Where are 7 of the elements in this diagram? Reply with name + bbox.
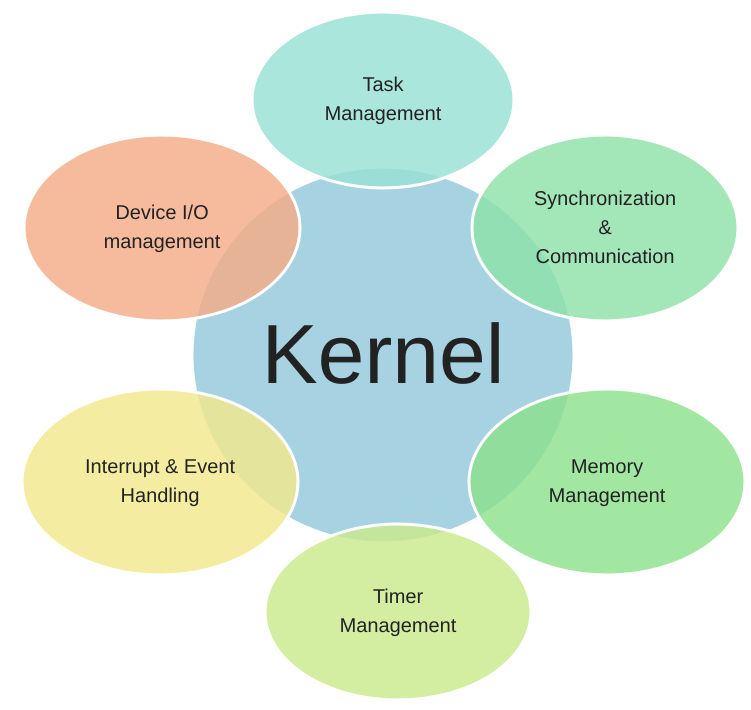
ellipse-label: Interrupt & Event Handling <box>84 455 236 509</box>
ellipse-label: Task Management <box>324 73 442 127</box>
ellipse-label: Memory Management <box>548 455 666 509</box>
ellipse-label: Device I/O management <box>102 201 222 255</box>
center-label: Kernel <box>262 306 504 404</box>
ellipse-label: Synchronization & Communication <box>532 186 678 270</box>
ellipse-label: Timer Management <box>338 585 458 639</box>
